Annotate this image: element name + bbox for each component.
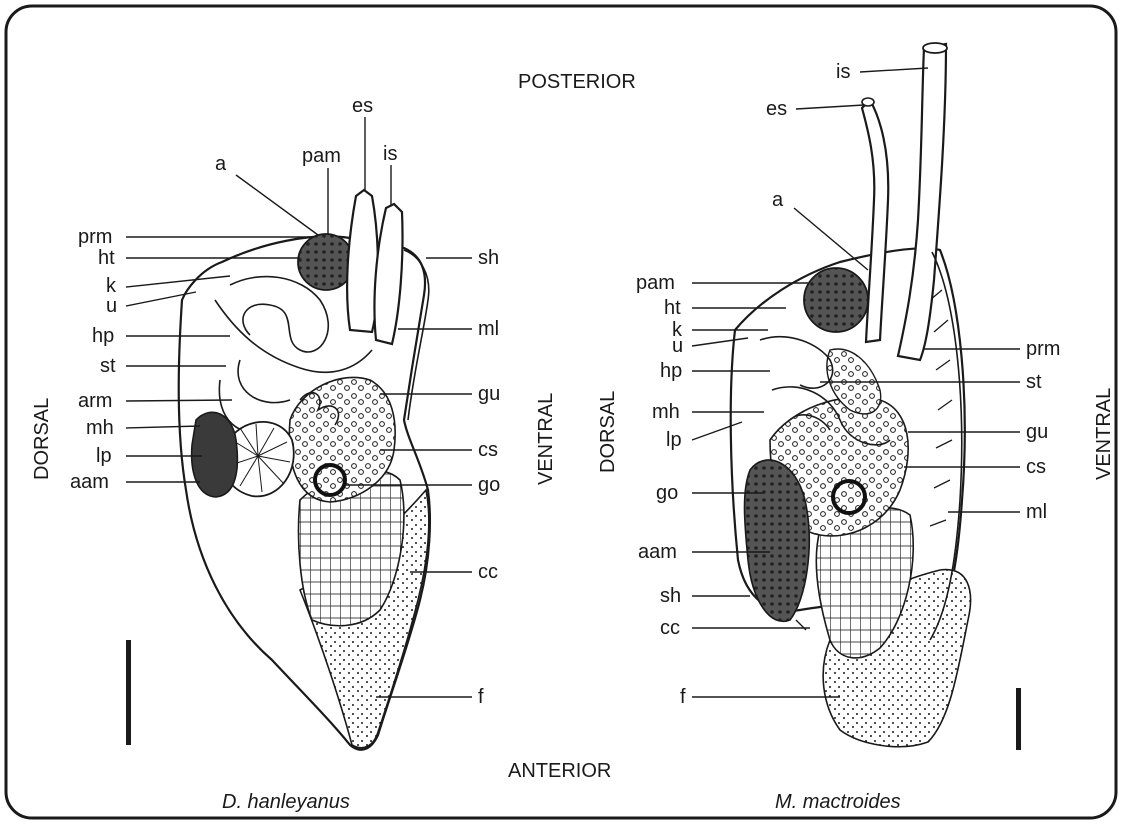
left-label-es: es: [352, 95, 373, 117]
right-dorsal-label: DORSAL: [597, 391, 619, 473]
left-label-lp: lp: [96, 445, 112, 467]
posterior-label: POSTERIOR: [518, 71, 636, 93]
right-label-aam: aam: [638, 541, 677, 563]
left-label-hp: hp: [92, 325, 114, 347]
left-label-aam: aam: [70, 471, 109, 493]
right-label-cs: cs: [1026, 456, 1046, 478]
left-label-f: f: [478, 686, 484, 708]
right-label-ht: ht: [664, 297, 681, 319]
right-scale-bar: [1016, 688, 1021, 750]
right-label-gu: gu: [1026, 421, 1048, 443]
left-label-gu: gu: [478, 383, 500, 405]
right-label-es: es: [766, 98, 787, 120]
right-label-a: a: [772, 189, 784, 211]
right-label-prm: prm: [1026, 338, 1060, 360]
left-label-u: u: [106, 295, 117, 317]
left-label-cc: cc: [478, 561, 498, 583]
left-label-sh: sh: [478, 247, 499, 269]
right-label-mh: mh: [652, 401, 680, 423]
left-anterior-adductor: [192, 412, 238, 497]
left-ventral-label: VENTRAL: [535, 393, 557, 485]
left-caption: D. hanleyanus: [222, 791, 350, 813]
left-label-arm: arm: [78, 390, 112, 412]
left-label-cs: cs: [478, 439, 498, 461]
left-label-a: a: [215, 153, 227, 175]
right-label-u: u: [672, 335, 683, 357]
left-label-pam: pam: [302, 145, 341, 167]
right-label-is: is: [836, 61, 850, 83]
left-label-is: is: [383, 143, 397, 165]
left-label-k: k: [106, 275, 117, 297]
right-posterior-adductor: [804, 268, 868, 332]
left-label-prm: prm: [78, 226, 112, 248]
left-dorsal-label: DORSAL: [31, 398, 53, 480]
right-label-pam: pam: [636, 272, 675, 294]
anterior-label: ANTERIOR: [508, 760, 611, 782]
right-label-st: st: [1026, 371, 1042, 393]
left-label-go: go: [478, 474, 500, 496]
right-ventral-label: VENTRAL: [1093, 388, 1115, 480]
left-label-ht: ht: [98, 247, 115, 269]
left-label-mh: mh: [86, 417, 114, 439]
right-caption: M. mactroides: [775, 791, 901, 813]
left-label-ml: ml: [478, 318, 499, 340]
left-scale-bar: [126, 640, 131, 745]
left-label-st: st: [100, 355, 116, 377]
left-posterior-adductor: [298, 234, 354, 290]
right-label-hp: hp: [660, 360, 682, 382]
right-label-cc: cc: [660, 617, 680, 639]
right-label-ml: ml: [1026, 501, 1047, 523]
right-label-f: f: [680, 686, 686, 708]
right-label-go: go: [656, 482, 678, 504]
right-label-sh: sh: [660, 585, 681, 607]
right-label-lp: lp: [666, 429, 682, 451]
